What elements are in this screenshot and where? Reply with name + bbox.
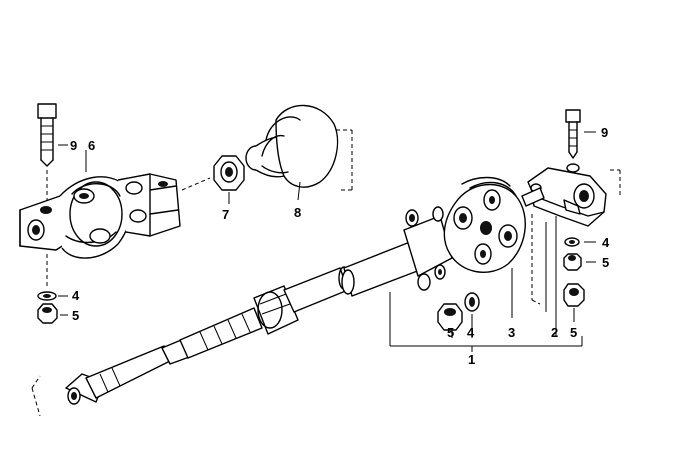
assembly-bracket xyxy=(389,292,583,352)
label-bolt-right: 9 xyxy=(601,125,608,140)
nut-far xyxy=(563,283,585,322)
nut-right xyxy=(563,253,596,271)
rubber-boot xyxy=(245,104,353,201)
label-nut-far: 5 xyxy=(570,325,577,340)
washer-bottom xyxy=(464,292,480,338)
flexible-coupling xyxy=(443,176,526,318)
label-washer-left: 4 xyxy=(72,288,80,303)
label-coupling: 3 xyxy=(508,325,515,340)
label-bolt-left: 9 xyxy=(70,138,77,153)
steering-shaft xyxy=(31,206,453,417)
label-nut-left: 5 xyxy=(72,308,79,323)
bolt-left xyxy=(37,103,68,205)
nut-bottom xyxy=(437,303,463,338)
washer-right xyxy=(564,237,596,247)
label-washer-bottom: 4 xyxy=(467,325,475,340)
flange xyxy=(521,163,621,336)
label-nut-right: 5 xyxy=(602,255,609,270)
label-washer-right: 4 xyxy=(602,235,610,250)
nut-left xyxy=(37,303,68,324)
bolt-right xyxy=(565,109,596,159)
universal-joint xyxy=(19,150,211,286)
label-boot: 8 xyxy=(294,205,301,220)
label-assembly: 1 xyxy=(468,352,475,367)
washer-left xyxy=(37,291,68,301)
label-universal-joint: 6 xyxy=(88,138,95,153)
label-flange: 2 xyxy=(551,325,558,340)
label-nut-bottom: 5 xyxy=(447,325,454,340)
nut-boot xyxy=(213,155,245,204)
label-nut-boot: 7 xyxy=(222,207,229,222)
